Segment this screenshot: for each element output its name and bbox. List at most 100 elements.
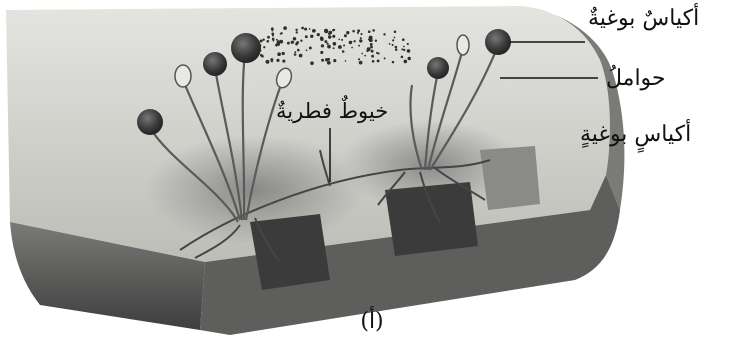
spore-particle: [377, 59, 380, 62]
spore-particle: [261, 55, 264, 58]
spore-particle: [375, 39, 377, 41]
spore-particle: [283, 26, 287, 30]
spore-particle: [293, 41, 295, 43]
spore-particle: [301, 27, 304, 30]
spore-particle: [372, 29, 375, 32]
spore-particle: [310, 35, 313, 38]
spore-particle: [317, 33, 320, 36]
spore-particle: [371, 50, 374, 53]
spore-particle: [276, 39, 278, 41]
spore-particle: [370, 46, 373, 49]
bread-cut-far: [480, 146, 540, 210]
spore-particle: [351, 41, 353, 43]
spore-particle: [364, 55, 366, 57]
spore-particle: [277, 52, 281, 56]
spore-particle: [327, 45, 331, 49]
spore-particle: [338, 45, 342, 49]
spore-particle: [280, 32, 282, 34]
spore-particle: [367, 47, 371, 51]
spore-particle: [370, 43, 373, 46]
spore-particle: [353, 40, 355, 42]
spore-particle: [266, 40, 269, 43]
spore-particle: [271, 29, 273, 31]
spore-particle: [296, 41, 299, 44]
spore-particle: [300, 40, 302, 42]
spore-particle: [359, 39, 362, 42]
spore-particle: [371, 55, 374, 58]
spore-particle: [262, 38, 264, 40]
spore-particle: [312, 29, 316, 33]
bread-cut-left: [250, 214, 330, 290]
spore-particle: [309, 28, 311, 30]
label-sporangia-top: أكياسٌ بوغيةٌ: [588, 8, 699, 30]
spore-particle: [401, 48, 403, 50]
spore-particle: [368, 39, 370, 41]
spore-particle: [328, 35, 331, 38]
spore-particle: [338, 38, 340, 40]
sporangium: [485, 29, 511, 55]
spore-particle: [402, 38, 405, 41]
spore-particle: [309, 47, 312, 50]
spore-particle: [287, 42, 290, 45]
spore-particle: [368, 30, 371, 33]
spore-particle: [392, 61, 395, 64]
spore-particle: [271, 60, 273, 62]
spore-particle: [389, 43, 391, 45]
spore-particle: [372, 60, 375, 63]
spore-particle: [403, 49, 405, 51]
spore-particle: [333, 43, 336, 46]
sporangium: [427, 57, 449, 79]
spore-particle: [326, 43, 328, 45]
spore-particle: [328, 58, 330, 60]
label-sporangiophores: حواملُ: [606, 68, 666, 90]
spore-particle: [299, 54, 303, 58]
spore-particle: [325, 58, 328, 61]
spore-particle: [304, 28, 307, 31]
spore-particle: [297, 49, 300, 52]
label-hyphae: خيوطٌ فطريةٌ: [276, 101, 388, 122]
spore-particle: [282, 60, 285, 63]
spore-particle: [282, 52, 285, 55]
sporangium: [231, 33, 261, 63]
spore-particle: [361, 53, 363, 55]
spore-particle: [320, 51, 323, 54]
sporangium: [203, 52, 227, 76]
spore-particle: [395, 48, 398, 51]
spore-particle: [369, 38, 373, 42]
spore-particle: [332, 29, 334, 31]
spore-particle: [260, 40, 263, 43]
spore-particle: [263, 46, 265, 48]
spore-particle: [358, 45, 360, 47]
figure-caption: (أ): [0, 309, 744, 334]
spore-particle: [346, 31, 349, 34]
spore-particle: [310, 61, 314, 65]
spore-particle: [408, 57, 411, 60]
spore-particle: [384, 57, 386, 59]
spore-particle: [295, 29, 297, 31]
spore-particle: [272, 35, 274, 37]
spore-particle: [275, 44, 278, 47]
spore-particle: [403, 46, 405, 48]
spore-particle: [407, 43, 409, 45]
spore-particle: [324, 40, 327, 43]
spore-particle: [266, 60, 270, 64]
spore-particle: [357, 29, 360, 32]
spore-particle: [395, 46, 398, 49]
spore-particle: [321, 44, 324, 47]
spore-particle: [321, 59, 324, 62]
immature-sporangium: [175, 65, 191, 87]
sporangium: [137, 109, 163, 135]
spore-particle: [328, 32, 331, 35]
spore-particle: [359, 61, 363, 65]
spore-particle: [357, 32, 359, 34]
spore-particle: [360, 33, 362, 35]
spore-particle: [408, 51, 410, 53]
spore-particle: [294, 51, 296, 53]
spore-particle: [343, 44, 345, 46]
spore-particle: [267, 36, 270, 39]
bread-cut-right: [385, 182, 478, 256]
spore-particle: [352, 30, 355, 33]
spore-particle: [360, 37, 362, 39]
label-sporangia-bottom: أكياسٍ بوغيةٍ: [580, 124, 691, 146]
